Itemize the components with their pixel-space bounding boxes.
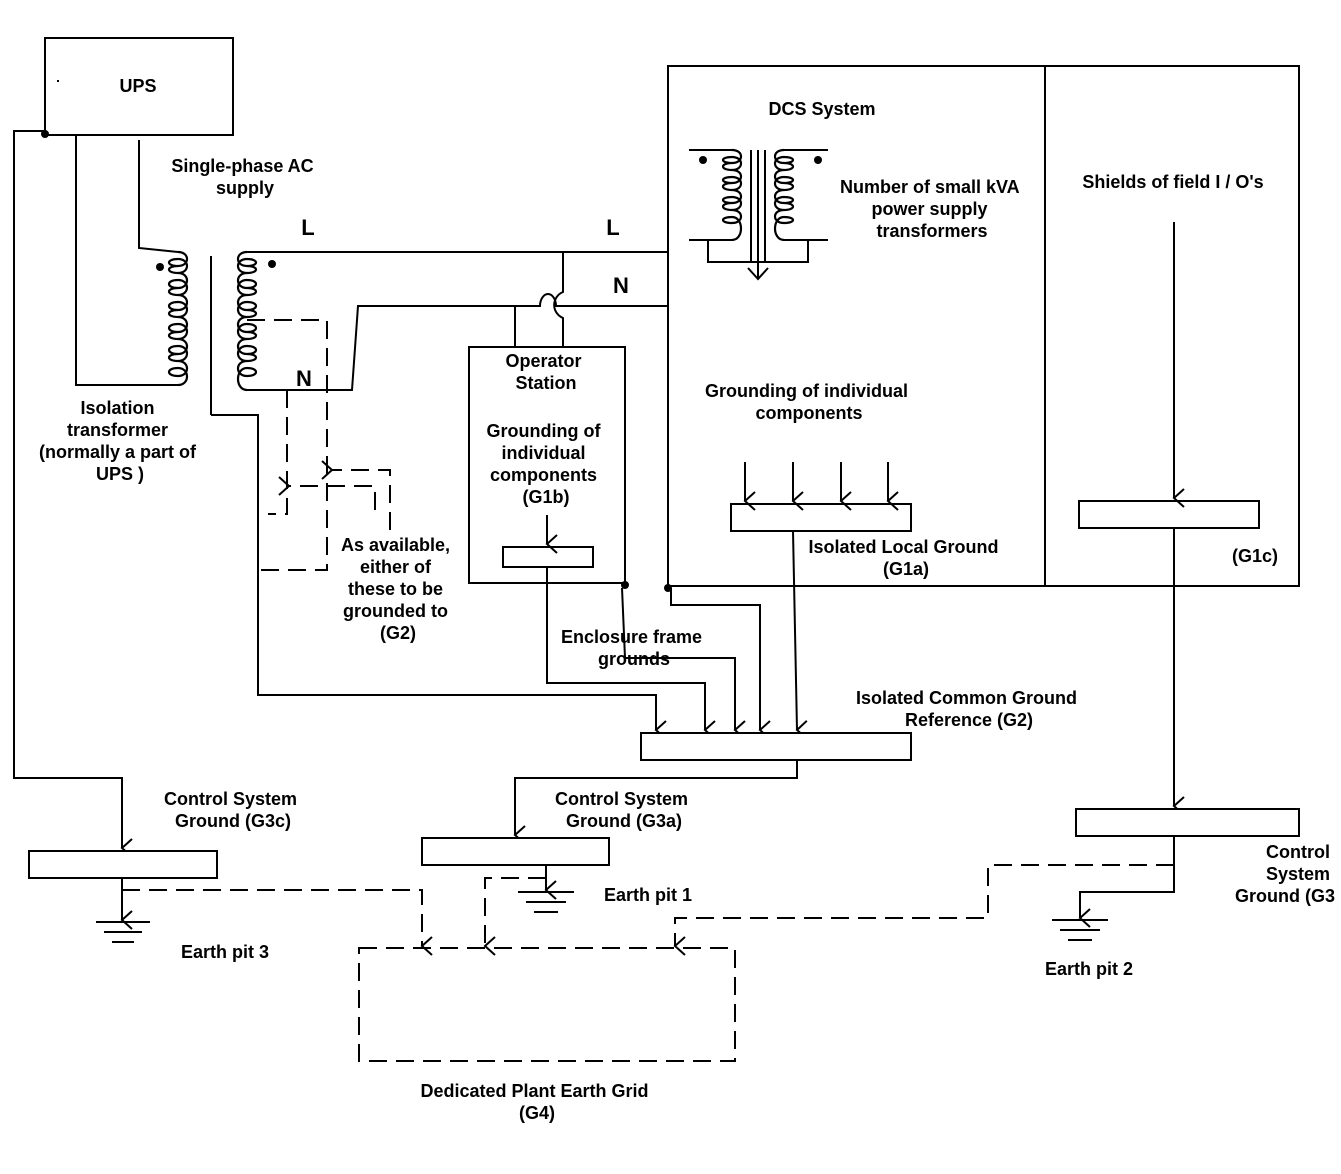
shields-label: Shields of field I / O's xyxy=(1082,172,1263,192)
dcs-grounding-label: Grounding of individual components xyxy=(705,381,913,423)
secondary-dot xyxy=(268,260,276,268)
ups-box xyxy=(44,37,234,136)
earth-pit-3-symbol xyxy=(96,878,150,943)
ups-ground-wire xyxy=(13,130,133,858)
primary-wire-high xyxy=(138,140,179,253)
dashed-option-a xyxy=(247,319,328,571)
dcs-secondary-dot xyxy=(814,156,822,164)
dcs-transformers-label: Number of small kVA power supply transfo… xyxy=(840,177,1024,241)
pit1-to-grid xyxy=(483,877,546,956)
dcs-secondary-coil xyxy=(773,148,795,242)
dashed-arrow-upper xyxy=(321,460,391,530)
isolated-local-ground-bar xyxy=(730,503,912,532)
earth-grid-label: Dedicated Plant Earth Grid (G4) xyxy=(420,1081,653,1123)
isolation-secondary-coil xyxy=(236,250,258,392)
csg-g3c-label: Control System Ground (G3c) xyxy=(164,789,302,831)
supply-label: Single-phase AC supply xyxy=(171,156,318,198)
csg-g3a-label: Control System Ground (G3a) xyxy=(555,789,693,831)
enclosure-frame-label: Enclosure frame grounds xyxy=(561,627,707,669)
operator-bar-to-g2 xyxy=(546,567,716,740)
ups-mark xyxy=(57,80,59,82)
dashed-option-b xyxy=(268,390,288,515)
earth-pit-3-label: Earth pit 3 xyxy=(181,942,269,962)
g1c-label: (G1c) xyxy=(1232,546,1278,566)
primary-dot xyxy=(156,263,164,271)
dashed-arrow-lower xyxy=(278,476,376,510)
dcs-cabinet xyxy=(667,65,1300,587)
dcs-frame-to-g2 xyxy=(670,588,771,740)
pit3-to-grid xyxy=(122,889,433,956)
operator-frame-to-g2 xyxy=(621,587,746,740)
common-ground-bar xyxy=(640,732,912,761)
earth-pit-1-label: Earth pit 1 xyxy=(604,885,692,905)
dcs-core-arrow xyxy=(747,267,769,281)
dcs-core-ground xyxy=(707,240,809,263)
operator-ground-bar xyxy=(502,546,594,568)
g3c-bar xyxy=(28,850,218,879)
core-ground-wire xyxy=(211,414,667,740)
dcs-primary-coil xyxy=(721,148,743,242)
ups-label: UPS xyxy=(119,76,156,96)
g2-to-g3a xyxy=(513,760,798,845)
as-available-label: As available, either of these to be grou… xyxy=(341,535,455,643)
neutral-wire xyxy=(247,293,668,391)
dcs-system-label: DCS System xyxy=(768,99,875,119)
isolation-transformer-label: Isolation transformer (normally a part o… xyxy=(39,398,201,484)
plant-earth-grid xyxy=(358,947,736,1062)
shields-ground-bar xyxy=(1078,500,1260,529)
g3a-bar xyxy=(421,837,610,866)
line-label-primary: L xyxy=(301,215,314,240)
dcs-primary-dot xyxy=(699,156,707,164)
primary-wire-low xyxy=(75,135,178,386)
earth-pit-2-symbol xyxy=(1052,836,1175,941)
isolation-primary-coil xyxy=(167,250,189,387)
g1a-to-g2 xyxy=(792,530,808,740)
operator-line-tap xyxy=(553,252,564,347)
g3b-bar xyxy=(1075,808,1300,837)
neutral-label-dcs: N xyxy=(613,273,629,298)
operator-grounding-label: Grounding of individual components (G1b) xyxy=(487,421,606,507)
common-ground-label: Isolated Common Ground Reference (G2) xyxy=(856,688,1082,730)
ups-ground-node xyxy=(41,130,49,138)
csg-g3b-label: Control System Ground (G3 xyxy=(1235,842,1335,906)
isolated-local-ground-label: Isolated Local Ground (G1a) xyxy=(808,537,1003,579)
operator-station-label: Operator Station xyxy=(505,351,586,393)
line-label-dcs: L xyxy=(606,215,619,240)
operator-frame-node xyxy=(621,581,629,589)
earth-pit-1-symbol xyxy=(518,865,574,913)
earth-pit-2-label: Earth pit 2 xyxy=(1045,959,1133,979)
neutral-label-primary: N xyxy=(296,366,312,391)
pit2-to-grid xyxy=(673,864,1174,956)
